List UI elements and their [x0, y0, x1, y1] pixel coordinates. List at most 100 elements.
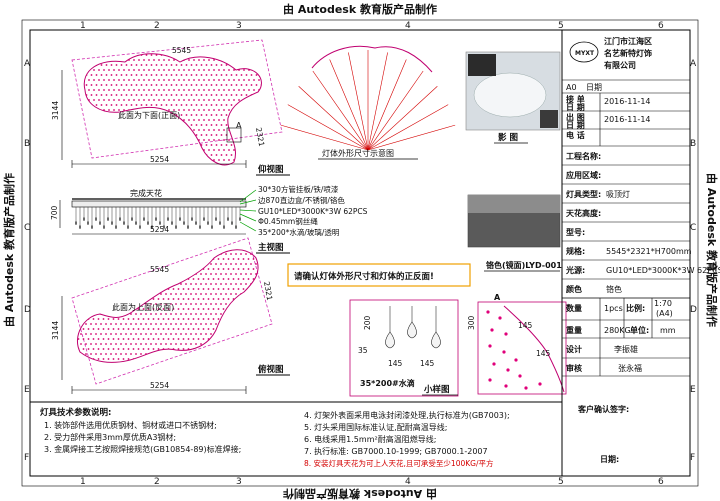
led-dot [95, 114, 98, 116]
led-dot [173, 79, 175, 81]
led-dot [105, 54, 108, 56]
led-dot [220, 144, 223, 146]
led-dot [95, 323, 97, 325]
led-dot [237, 338, 240, 340]
led-dot [137, 318, 140, 320]
drop-crystal [171, 221, 173, 225]
led-dot [230, 144, 233, 146]
led-dot [198, 169, 200, 171]
led-dot [140, 263, 142, 265]
led-dot [180, 104, 183, 106]
led-dot [140, 164, 143, 165]
led-dot [188, 89, 190, 91]
detail-a-dot [504, 332, 508, 336]
led-dot [160, 84, 163, 86]
led-dot [177, 328, 180, 330]
led-dot [193, 109, 195, 111]
led-dot [223, 159, 225, 161]
led-dot [240, 313, 242, 315]
led-dot [108, 89, 110, 91]
led-dot [208, 129, 210, 131]
led-dot [177, 308, 180, 310]
led-dot [165, 283, 167, 285]
led-dot [147, 308, 150, 310]
led-dot [108, 139, 110, 141]
led-dot [190, 114, 193, 116]
led-dot [120, 124, 123, 126]
led-dot [103, 69, 105, 71]
led-dot [220, 104, 223, 106]
led-dot [225, 114, 228, 116]
led-dot [170, 64, 173, 66]
led-dot [128, 99, 130, 101]
led-dot [230, 293, 232, 295]
led-dot [215, 164, 218, 165]
led-dot [130, 104, 133, 106]
led-dot [255, 313, 257, 315]
led-dot [200, 303, 202, 305]
led-dot [242, 278, 245, 280]
led-dot [143, 49, 145, 51]
led-dot [75, 243, 77, 245]
led-dot [133, 79, 135, 81]
led-dot [210, 154, 213, 156]
led-dot [245, 303, 247, 305]
led-dot [138, 149, 140, 151]
led-dot [130, 353, 132, 355]
led-dot [250, 323, 252, 325]
led-dot [147, 358, 150, 360]
led-dot [127, 288, 130, 290]
led-dot [183, 159, 185, 161]
led-dot [137, 278, 140, 280]
led-dot [213, 89, 215, 91]
led-dot [84, 139, 85, 141]
led-dot [85, 64, 88, 66]
date-row-value: 2016-11-14 [604, 97, 651, 106]
front-view: 完成天花 700 5254 30*30方管挂板/铁/喷漆 边870直边盒/不锈钢… [50, 184, 368, 254]
led-dot [175, 64, 178, 66]
led-dot [247, 258, 250, 260]
led-dot [200, 343, 202, 345]
led-dot [145, 243, 147, 245]
led-dot [88, 109, 90, 111]
led-dot [150, 134, 153, 136]
led-dot [215, 363, 217, 365]
led-dot [185, 74, 188, 76]
led-dot [260, 273, 262, 275]
led-dot [248, 109, 250, 111]
led-dot [227, 278, 230, 280]
top-view-height-dim: 3144 [51, 101, 60, 120]
led-dot [220, 273, 222, 275]
led-dot [200, 74, 203, 76]
led-dot [172, 258, 175, 260]
led-dot [225, 154, 228, 156]
led-dot [180, 94, 183, 96]
detail-a-dot [488, 344, 492, 348]
led-dot [153, 169, 155, 171]
led-dot [222, 328, 225, 330]
detail-a-dot [502, 350, 506, 354]
led-dot [138, 159, 140, 161]
led-dot [150, 124, 153, 126]
led-dot [243, 89, 245, 91]
led-dot [100, 54, 103, 56]
unit-value: mm [660, 326, 676, 335]
led-dot [255, 84, 258, 86]
led-dot [135, 104, 138, 106]
led-dot [140, 323, 142, 325]
led-dot [225, 144, 228, 146]
led-dot [215, 283, 217, 285]
led-dot [165, 303, 167, 305]
led-dot [150, 343, 152, 345]
led-dot [202, 348, 205, 350]
led-dot [205, 134, 208, 136]
led-dot [155, 134, 158, 136]
led-dot [90, 283, 92, 285]
led-dot [210, 313, 212, 315]
led-dot [178, 79, 180, 81]
led-dot [250, 333, 252, 335]
led-dot [245, 74, 248, 76]
led-dot [260, 124, 262, 126]
led-dot [82, 318, 85, 320]
led-dot [135, 74, 138, 76]
